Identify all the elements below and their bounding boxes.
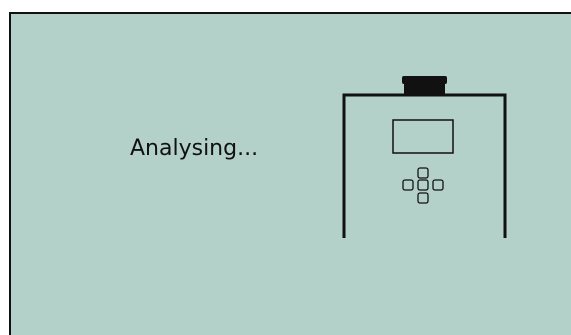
analyser-device-icon — [341, 74, 511, 244]
device-cap — [402, 76, 447, 84]
device-display — [392, 119, 454, 154]
keypad-right — [432, 179, 444, 191]
device-body — [342, 93, 507, 238]
keypad-left — [402, 179, 414, 191]
keypad-down — [417, 192, 429, 204]
status-text: Analysing... — [130, 136, 259, 161]
keypad-up — [417, 167, 429, 179]
keypad-center — [417, 179, 429, 191]
analysis-screen: Analysing... — [9, 12, 571, 335]
device-cap-base — [404, 84, 445, 94]
